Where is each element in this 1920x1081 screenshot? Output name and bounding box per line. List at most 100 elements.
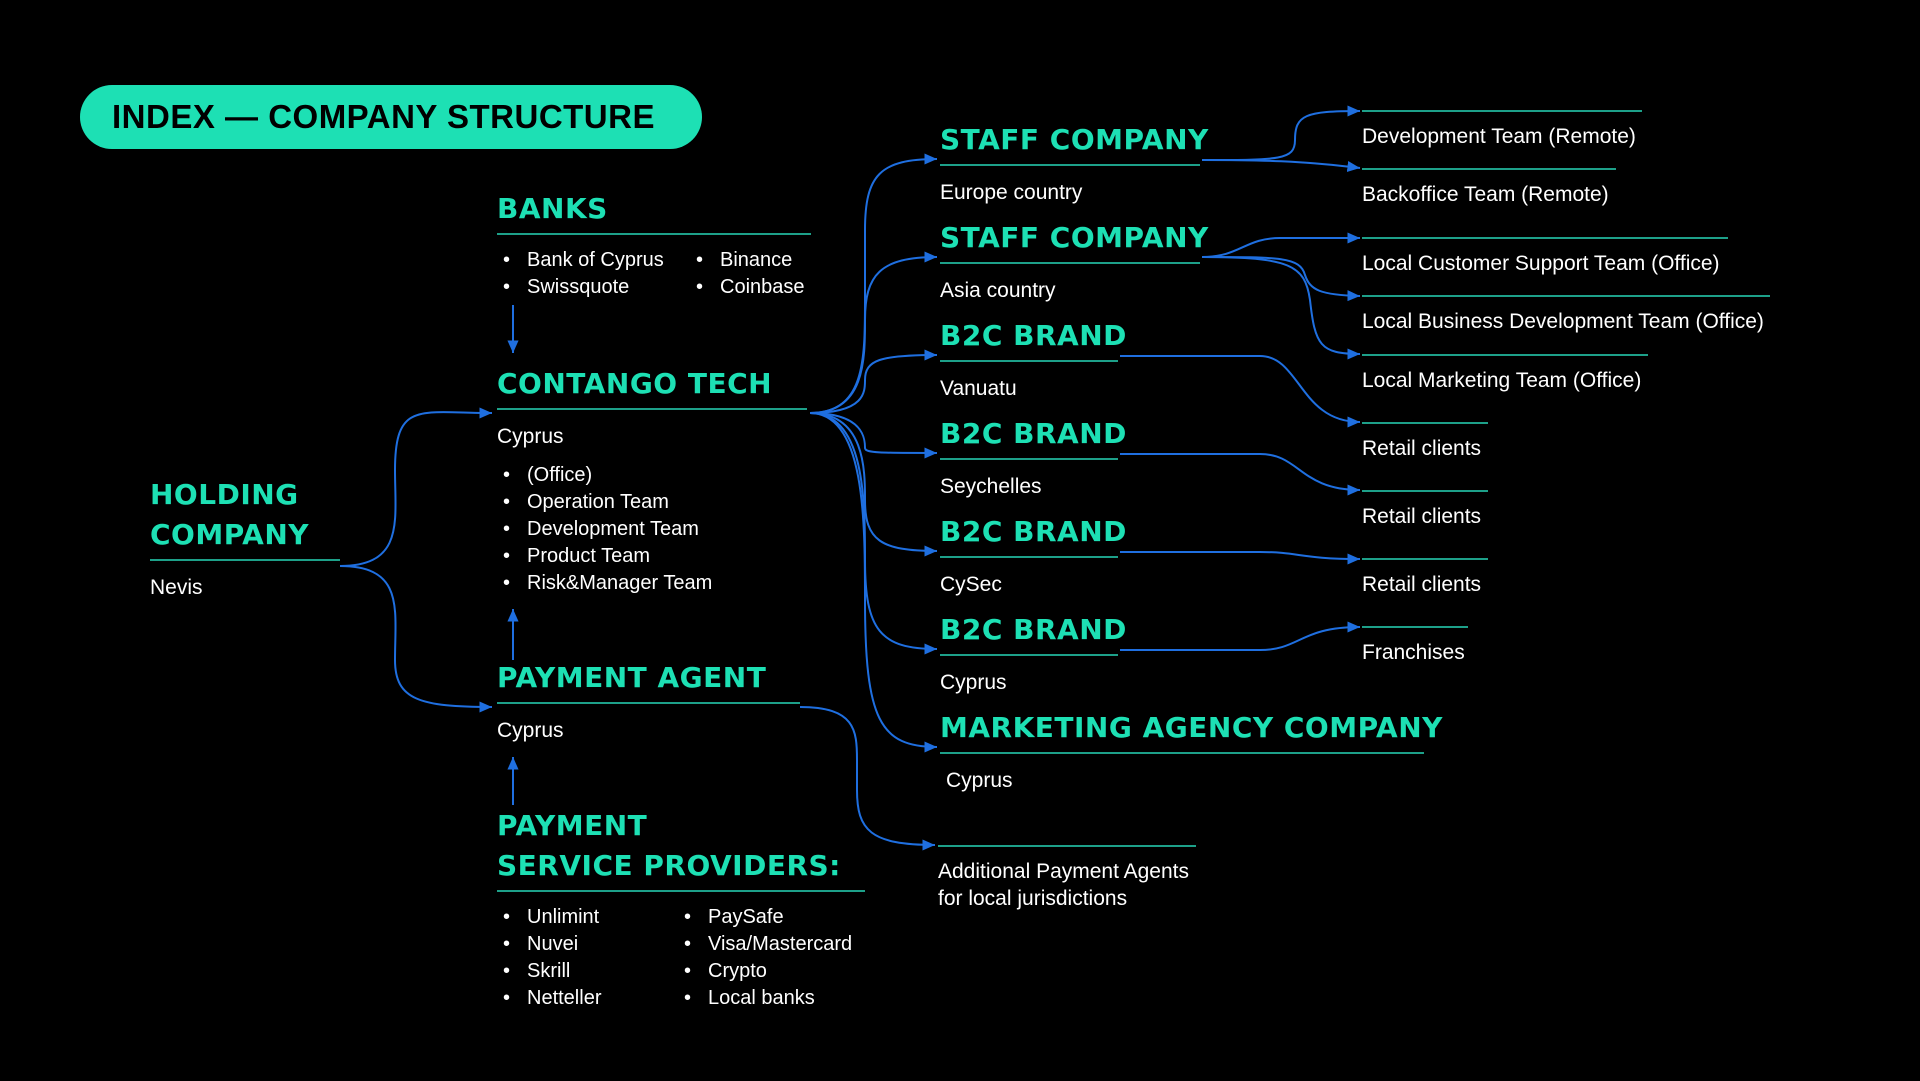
banks-title: BANKS: [497, 192, 608, 225]
contango-team-item: Operation Team: [497, 489, 807, 516]
b2c-brand-title: B2C BRAND: [940, 319, 1127, 352]
psp-rule: [497, 890, 865, 892]
payment-agent-node: PAYMENT AGENT Cyprus: [497, 658, 800, 744]
psp-node: PAYMENT SERVICE PROVIDERS: Unlimint Nuve…: [497, 806, 865, 1012]
leaf-label: Local Marketing Team (Office): [1362, 369, 1642, 392]
leaf-label: Retail clients: [1362, 437, 1482, 460]
edge-contango-staff-europe: [809, 153, 938, 414]
staff-company-rule: [940, 164, 1200, 166]
holding-company-title-line1: HOLDING: [150, 478, 299, 511]
staff-company-title: STAFF COMPANY: [940, 221, 1209, 254]
leaf-label: Local Business Development Team (Office): [1362, 310, 1764, 333]
psp-item: Local banks: [678, 985, 852, 1012]
contango-tech-title: CONTANGO TECH: [497, 367, 773, 400]
edge-contango-marketing: [809, 412, 938, 753]
leaf-rule: [1362, 558, 1488, 560]
psp-item: Netteller: [497, 985, 678, 1012]
bank-item: Coinbase: [690, 274, 805, 301]
b2c-brand-title: B2C BRAND: [940, 515, 1127, 548]
staff-company-title: STAFF COMPANY: [940, 123, 1209, 156]
staff-company-location: Europe country: [940, 181, 1083, 204]
page-title: INDEX — COMPANY STRUCTURE: [80, 85, 702, 149]
psp-item: Skrill: [497, 958, 678, 985]
additional-agents-line1: Additional Payment Agents: [938, 860, 1189, 883]
psp-item: PaySafe: [678, 904, 852, 931]
b2c-brand-location: Vanuatu: [940, 377, 1017, 400]
edge-staff-asia-support: [1201, 232, 1360, 258]
contango-tech-location: Cyprus: [497, 425, 564, 448]
edge-holding-contango: [339, 407, 493, 567]
psp-item: Visa/Mastercard: [678, 931, 852, 958]
b2c-brand-seychelles-node: B2C BRAND Seychelles: [940, 414, 1127, 500]
edge-contango-b2c-seychelles: [809, 412, 938, 459]
edge-holding-payment-agent: [339, 565, 493, 713]
b2c-brand-rule: [940, 360, 1118, 362]
leaf-franchises: Franchises: [1362, 626, 1468, 666]
leaf-rule: [1362, 354, 1648, 356]
b2c-brand-title: B2C BRAND: [940, 417, 1127, 450]
payment-agent-rule: [497, 702, 800, 704]
psp-title-line1: PAYMENT: [497, 809, 648, 842]
leaf-rule: [1362, 295, 1770, 297]
b2c-brand-location: Seychelles: [940, 475, 1042, 498]
marketing-agency-title: MARKETING AGENCY COMPANY: [940, 711, 1443, 744]
marketing-agency-location: Cyprus: [946, 769, 1013, 792]
leaf-customer-support-team: Local Customer Support Team (Office): [1362, 237, 1728, 277]
b2c-brand-cyprus-node: B2C BRAND Cyprus: [940, 610, 1127, 696]
additional-agents-node: Additional Payment Agents for local juri…: [938, 845, 1196, 912]
edge-b2c-seychelles-retail: [1120, 453, 1361, 496]
psp-title-line2: SERVICE PROVIDERS:: [497, 849, 841, 882]
edge-staff-europe-dev: [1201, 105, 1361, 161]
leaf-label: Local Customer Support Team (Office): [1362, 252, 1720, 275]
leaf-rule: [1362, 237, 1728, 239]
banks-rule: [497, 233, 811, 235]
leaf-label: Development Team (Remote): [1362, 125, 1636, 148]
edge-payment-agent-additional: [799, 706, 936, 851]
leaf-rule: [1362, 168, 1616, 170]
staff-company-europe-node: STAFF COMPANY Europe country: [940, 120, 1209, 206]
staff-company-location: Asia country: [940, 279, 1056, 302]
edge-contango-staff-asia: [809, 251, 938, 414]
leaf-rule: [1362, 422, 1488, 424]
psp-item: Unlimint: [497, 904, 678, 931]
leaf-label: Franchises: [1362, 641, 1465, 664]
leaf-retail-clients-vanuatu: Retail clients: [1362, 422, 1488, 462]
bank-item: Swissquote: [497, 274, 690, 301]
contango-team-item: Development Team: [497, 516, 807, 543]
holding-company-node: HOLDING COMPANY Nevis: [150, 475, 340, 601]
leaf-retail-clients-seychelles: Retail clients: [1362, 490, 1488, 530]
edge-contango-b2c-cyprus: [809, 412, 938, 655]
b2c-brand-cysec-node: B2C BRAND CySec: [940, 512, 1127, 598]
contango-tech-node: CONTANGO TECH Cyprus (Office) Operation …: [497, 364, 807, 597]
payment-agent-location: Cyprus: [497, 719, 564, 742]
bank-item: Binance: [690, 247, 805, 274]
leaf-rule: [1362, 490, 1488, 492]
b2c-brand-vanuatu-node: B2C BRAND Vanuatu: [940, 316, 1127, 402]
holding-company-rule: [150, 559, 340, 561]
leaf-marketing-team: Local Marketing Team (Office): [1362, 354, 1648, 394]
contango-team-item: Product Team: [497, 543, 807, 570]
edge-b2c-cysec-retail: [1120, 551, 1361, 565]
marketing-agency-node: MARKETING AGENCY COMPANY Cyprus: [940, 708, 1443, 794]
psp-item: Crypto: [678, 958, 852, 985]
payment-agent-title: PAYMENT AGENT: [497, 661, 767, 694]
b2c-brand-rule: [940, 556, 1118, 558]
edge-contango-b2c-cysec: [809, 412, 938, 557]
psp-item: Nuvei: [497, 931, 678, 958]
staff-company-rule: [940, 262, 1200, 264]
edge-staff-asia-marketing: [1201, 256, 1361, 360]
holding-company-title-line2: COMPANY: [150, 518, 310, 551]
leaf-business-development-team: Local Business Development Team (Office): [1362, 295, 1770, 335]
leaf-label: Backoffice Team (Remote): [1362, 183, 1609, 206]
b2c-brand-location: CySec: [940, 573, 1002, 596]
edge-staff-europe-backoffice: [1201, 159, 1361, 173]
b2c-brand-rule: [940, 458, 1118, 460]
holding-company-location: Nevis: [150, 576, 203, 599]
b2c-brand-title: B2C BRAND: [940, 613, 1127, 646]
edge-b2c-cyprus-franchises: [1120, 621, 1361, 651]
edge-contango-b2c-vanuatu: [809, 349, 938, 414]
leaf-retail-clients-cysec: Retail clients: [1362, 558, 1488, 598]
marketing-agency-rule: [940, 752, 1424, 754]
staff-company-asia-node: STAFF COMPANY Asia country: [940, 218, 1209, 304]
